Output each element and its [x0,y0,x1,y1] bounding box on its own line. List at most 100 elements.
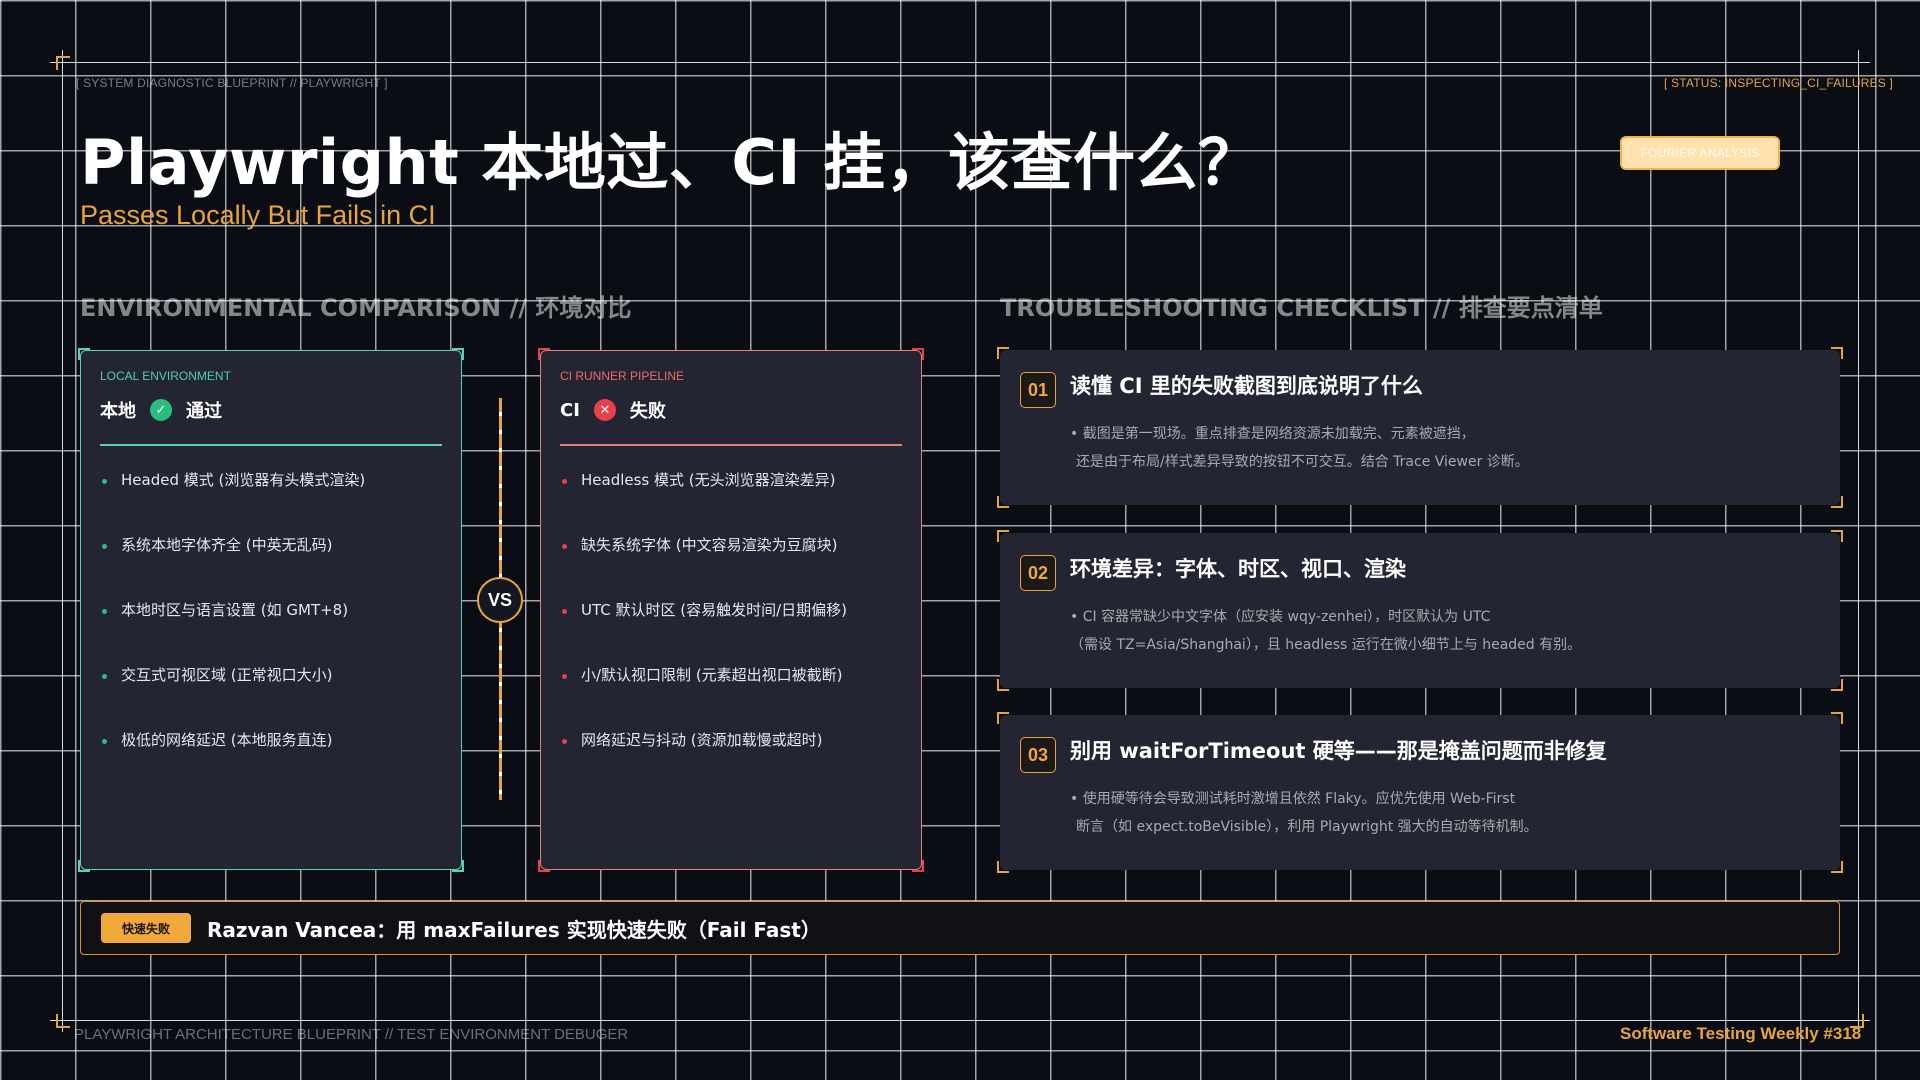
card-corner [78,348,90,360]
frame-corner-tl [56,56,70,70]
card-corner [538,348,550,360]
card-corner [1831,712,1843,724]
card-corner [1831,530,1843,542]
list-item-text: UTC 默认时区 (容易触发时间/日期偏移) [581,601,848,619]
frame-line-bottom [50,1020,1870,1021]
ci-feature-list: Headless 模式 (无头浏览器渲染差异) 缺失系统字体 (中文容易渲染为豆… [560,469,847,794]
status-label: 失败 [629,401,666,422]
card-corner [997,347,1009,359]
checklist-card-01: 01 读懂 CI 里的失败截图到底说明了什么 • 截图是第一现场。重点排查是网络… [997,347,1843,508]
bullet-dot [102,739,107,744]
list-item: 极低的网络延迟 (本地服务直连) [100,729,365,794]
frame-line-top [50,62,1870,63]
list-item-text: Headless 模式 (无头浏览器渲染差异) [581,471,836,489]
checklist-description-line: （需设 TZ=Asia/Shanghai），且 headless 运行在微小细节… [1070,637,1582,653]
page-subtitle: Passes Locally But Fails in CI [80,200,436,230]
checklist-description: • CI 容器常缺少中文字体（应安装 wqy-zenhei），时区默认为 UTC… [1070,603,1581,659]
bullet-dot [102,479,107,484]
page-title: Playwright 本地过、CI 挂，该查什么？ [80,126,1261,199]
card-corner [1831,347,1843,359]
env-label: CI [560,399,580,421]
list-item-text: 极低的网络延迟 (本地服务直连) [121,731,333,749]
ci-runner-card: CI RUNNER PIPELINE CI ✕ 失败 Headless 模式 (… [538,348,924,872]
card-corner [1831,861,1843,873]
checklist-number: 02 [1020,555,1056,591]
card-corner [1831,679,1843,691]
list-item: Headless 模式 (无头浏览器渲染差异) [560,469,847,534]
checklist-title: 读懂 CI 里的失败截图到底说明了什么 [1070,374,1423,398]
card-corner [1831,496,1843,508]
bullet-dot [562,739,567,744]
card-corner [997,679,1009,691]
checklist-card-02: 02 环境差异：字体、时区、视口、渲染 • CI 容器常缺少中文字体（应安装 w… [997,530,1843,691]
card-corner [997,712,1009,724]
card-corner [997,861,1009,873]
meta-status: [ STATUS: INSPECTING_CI_FAILURES ] [1664,76,1894,90]
card-status: CI ✕ 失败 [560,397,666,423]
list-item-text: 缺失系统字体 (中文容易渲染为豆腐块) [581,536,838,554]
card-corner [452,348,464,360]
local-feature-list: Headed 模式 (浏览器有头模式渲染) 系统本地字体齐全 (中英无乱码) 本… [100,469,365,794]
list-item-text: 小/默认视口限制 (元素超出视口被截断) [581,666,843,684]
list-item-text: 交互式可视区域 (正常视口大小) [121,666,333,684]
card-tag: CI RUNNER PIPELINE [560,369,685,383]
bullet-dot [562,544,567,549]
checklist-description-line: 还是由于布局/样式差异导致的按钮不可交互。结合 Trace Viewer 诊断。 [1076,454,1529,470]
checklist-number: 01 [1020,372,1056,408]
checklist-description-line: 断言（如 expect.toBeVisible），利用 Playwright 强… [1076,819,1538,835]
checklist-title: 环境差异：字体、时区、视口、渲染 [1070,557,1406,581]
local-environment-card: LOCAL ENVIRONMENT 本地 ✓ 通过 Headed 模式 (浏览器… [78,348,464,872]
bullet-dot [102,544,107,549]
bullet-dot [562,609,567,614]
checklist-title: 别用 waitForTimeout 硬等——那是掩盖问题而非修复 [1070,739,1607,763]
fail-fast-badge: 快速失败 [101,913,191,943]
list-item-text: 系统本地字体齐全 (中英无乱码) [121,536,333,554]
bullet-dot [102,609,107,614]
vs-badge: VS [477,577,523,623]
frame-corner-bl [56,1014,70,1028]
checklist-description-line: • 截图是第一现场。重点排查是网络资源未加载完、元素被遮挡， [1070,426,1475,442]
env-label: 本地 [100,401,136,422]
card-corner [912,860,924,872]
checklist-heading: TROUBLESHOOTING CHECKLIST // 排查要点清单 [1000,294,1603,322]
card-corner [997,530,1009,542]
list-item-text: 网络延迟与抖动 (资源加载慢或超时) [581,731,823,749]
bullet-dot [562,479,567,484]
card-corner [538,860,550,872]
checklist-card-03: 03 别用 waitForTimeout 硬等——那是掩盖问题而非修复 • 使用… [997,712,1843,873]
analysis-badge: FOURIER ANALYSIS [1620,136,1780,170]
list-item: 缺失系统字体 (中文容易渲染为豆腐块) [560,534,847,599]
list-item: UTC 默认时区 (容易触发时间/日期偏移) [560,599,847,664]
list-item: 本地时区与语言设置 (如 GMT+8) [100,599,365,664]
comparison-heading: ENVIRONMENTAL COMPARISON // 环境对比 [80,294,632,322]
card-divider [560,444,902,446]
footer-blueprint-label: PLAYWRIGHT ARCHITECTURE BLUEPRINT // TES… [74,1026,629,1043]
list-item: Headed 模式 (浏览器有头模式渲染) [100,469,365,534]
list-item: 网络延迟与抖动 (资源加载慢或超时) [560,729,847,794]
checklist-description-line: • 使用硬等待会导致测试耗时激增且依然 Flaky。应优先使用 Web-Firs… [1070,791,1516,807]
frame-line-left [62,50,63,1032]
list-item-text: Headed 模式 (浏览器有头模式渲染) [121,471,366,489]
card-corner [912,348,924,360]
card-corner [997,496,1009,508]
list-item: 系统本地字体齐全 (中英无乱码) [100,534,365,599]
cross-icon: ✕ [593,399,616,421]
tip-text: Razvan Vancea：用 maxFailures 实现快速失败（Fail … [207,917,821,942]
checklist-description-line: • CI 容器常缺少中文字体（应安装 wqy-zenhei），时区默认为 UTC [1070,609,1491,625]
list-item: 交互式可视区域 (正常视口大小) [100,664,365,729]
tip-bar: 快速失败 Razvan Vancea：用 maxFailures 实现快速失败（… [80,901,1840,955]
checklist-number: 03 [1020,737,1056,773]
status-label: 通过 [186,401,222,422]
card-corner [452,860,464,872]
checklist-description: • 使用硬等待会导致测试耗时激增且依然 Flaky。应优先使用 Web-Firs… [1070,785,1538,841]
frame-corner-br [1850,1014,1864,1028]
list-item: 小/默认视口限制 (元素超出视口被截断) [560,664,847,729]
card-corner [78,860,90,872]
card-divider [100,444,442,446]
bullet-dot [562,674,567,679]
card-tag: LOCAL ENVIRONMENT [100,369,231,383]
frame-line-right [1858,50,1859,1032]
meta-left: [ SYSTEM DIAGNOSTIC BLUEPRINT // PLAYWRI… [76,76,388,90]
checklist-description: • 截图是第一现场。重点排查是网络资源未加载完、元素被遮挡， 还是由于布局/样式… [1070,420,1529,476]
check-icon: ✓ [150,399,172,421]
